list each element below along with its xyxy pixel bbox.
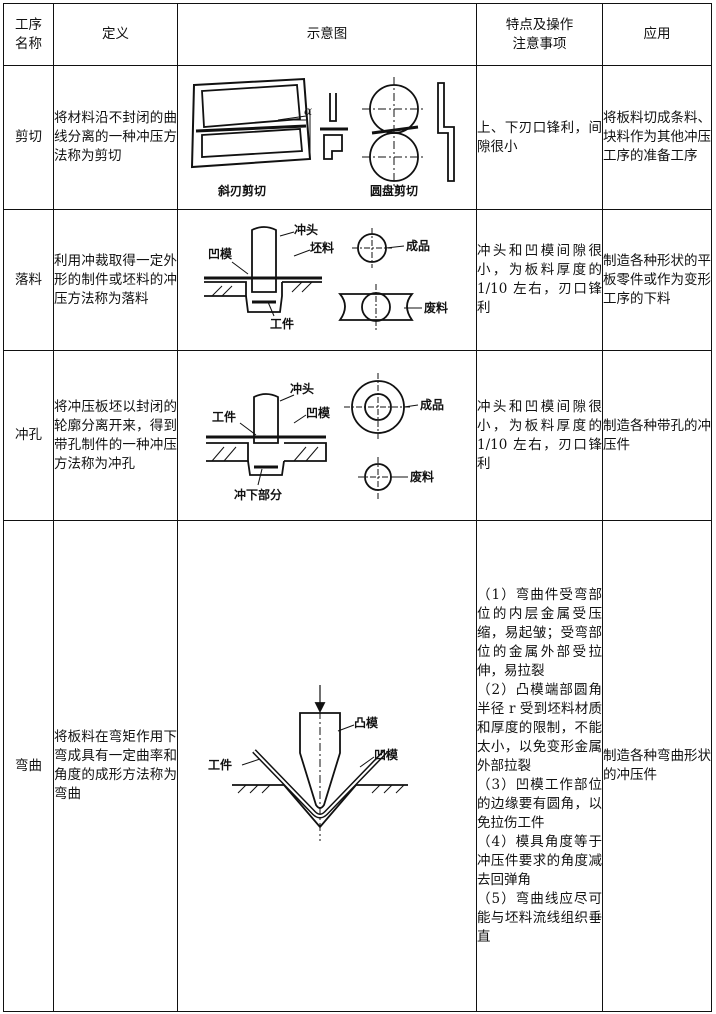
header-definition: 定义 — [53, 3, 178, 66]
row-shearing-name: 剪切 — [3, 65, 54, 210]
table-row: 弯曲 将板料在弯矩作用下弯成具有一定曲率和角度的成形方法称为弯曲 — [3, 520, 712, 1012]
blanking-punch-label: 冲头 — [294, 222, 318, 237]
blanking-die-label: 凹模 — [208, 246, 233, 261]
bending-die-label: 凹模 — [374, 747, 399, 762]
row-bending-name: 弯曲 — [3, 520, 54, 1012]
blanking-diagram: 凹模 冲头 坯料 工件 成品 废料 — [204, 222, 448, 332]
shearing-right-caption: 圆盘剪切 — [370, 183, 418, 198]
blanking-scrap-label: 废料 — [424, 300, 448, 315]
row-bending-diagram: 工件 凸模 凹模 — [177, 520, 477, 1012]
row-blanking-features: 冲头和凹模间隙很小，为板料厚度的 1/10 左右，刃口锋利 — [476, 209, 603, 351]
table-row: 落料 利用冲裁取得一定外形的制件或坯料的冲压方法称为落料 — [3, 209, 712, 351]
header-application: 应用 — [602, 3, 712, 66]
row-shearing-diagram: α 斜刃剪切 圆盘剪切 — [177, 65, 477, 210]
bending-workpiece-label: 工件 — [208, 757, 232, 772]
header-features: 特点及操作注意事项 — [476, 3, 603, 66]
punching-diagram: 工件 冲头 凹模 冲下部分 成品 废料 — [206, 372, 444, 502]
header-diagram: 示意图 — [177, 3, 477, 66]
punching-workpiece-label: 工件 — [212, 409, 236, 424]
bending-note-2: （2）凸模端部圆角半径 r 受到坯料材质和厚度的限制，不能太小，以免变形金属外部… — [477, 681, 602, 774]
blanking-workpiece-label: 工件 — [270, 316, 294, 331]
row-punching-name: 冲孔 — [3, 350, 54, 521]
punching-scrap-label: 废料 — [410, 469, 434, 484]
shearing-angle-label: α — [304, 104, 312, 118]
bending-note-5: （5）弯曲线应尽可能与坯料流线组织垂直 — [477, 890, 602, 945]
header-name-line1: 工序 — [15, 16, 42, 33]
shearing-left-caption: 斜刃剪切 — [217, 183, 266, 198]
row-punching-application: 制造各种带孔的冲压件 — [602, 350, 712, 521]
bending-note-3: （3）凹模工作部位的边缘要有圆角，以免拉伤工件 — [477, 776, 602, 831]
row-blanking-diagram: 凹模 冲头 坯料 工件 成品 废料 — [177, 209, 477, 351]
header-features-line1: 特点及操作 — [505, 16, 574, 33]
table-row: 冲孔 将冲压板坯以封闭的轮廓分离开来，得到带孔制件的一种冲压方法称为冲孔 — [3, 350, 712, 521]
header-row: 工序名称 定义 示意图 特点及操作注意事项 应用 — [3, 3, 712, 66]
row-blanking-name: 落料 — [3, 209, 54, 351]
header-name-line2: 名称 — [15, 35, 42, 52]
row-shearing-application: 将板料切成条料、块料作为其他冲压工序的准备工序 — [602, 65, 712, 210]
punching-product-label: 成品 — [420, 397, 444, 412]
row-punching-definition: 将冲压板坯以封闭的轮廓分离开来，得到带孔制件的一种冲压方法称为冲孔 — [53, 350, 178, 521]
row-shearing-definition: 将材料沿不封闭的曲线分离的一种冲压方法称为剪切 — [53, 65, 178, 210]
blanking-blank-label: 坯料 — [310, 240, 334, 255]
bending-note-4: （4）模具角度等于冲压件要求的角度减去回弹角 — [477, 833, 602, 888]
row-blanking-definition: 利用冲裁取得一定外形的制件或坯料的冲压方法称为落料 — [53, 209, 178, 351]
bending-note-1: （1）弯曲件受弯部位的内层金属受压缩，易起皱；受弯部位的金属外部受拉伸，易拉裂 — [477, 586, 602, 679]
header-features-line2: 注意事项 — [512, 35, 567, 52]
row-punching-features: 冲头和凹模间隙很小，为板料厚度的 1/10 左右，刃口锋利 — [476, 350, 603, 521]
row-punching-diagram: 工件 冲头 凹模 冲下部分 成品 废料 — [177, 350, 477, 521]
header-name: 工序名称 — [3, 3, 54, 66]
row-bending-definition: 将板料在弯矩作用下弯成具有一定曲率和角度的成形方法称为弯曲 — [53, 520, 178, 1012]
row-bending-application: 制造各种弯曲形状的冲压件 — [602, 520, 712, 1012]
shearing-diagram: α 斜刃剪切 圆盘剪切 — [190, 76, 455, 198]
bending-punch-label: 凸模 — [354, 715, 379, 730]
row-blanking-application: 制造各种形状的平板零件或作为变形工序的下料 — [602, 209, 712, 351]
punching-part-label: 冲下部分 — [234, 487, 282, 502]
row-bending-features: （1）弯曲件受弯部位的内层金属受压缩，易起皱；受弯部位的金属外部受拉伸，易拉裂 … — [476, 520, 603, 1012]
process-table: 工序名称 定义 示意图 特点及操作注意事项 应用 剪切 将材料沿不封闭的曲线分离… — [3, 3, 712, 1012]
blanking-product-label: 成品 — [406, 238, 430, 253]
row-shearing-features: 上、下刃口锋利，间隙很小 — [476, 65, 603, 210]
bending-diagram: 工件 凸模 凹模 — [208, 685, 408, 841]
punching-punch-label: 冲头 — [290, 381, 314, 396]
punching-die-label: 凹模 — [306, 405, 331, 420]
table-row: 剪切 将材料沿不封闭的曲线分离的一种冲压方法称为剪切 — [3, 65, 712, 210]
